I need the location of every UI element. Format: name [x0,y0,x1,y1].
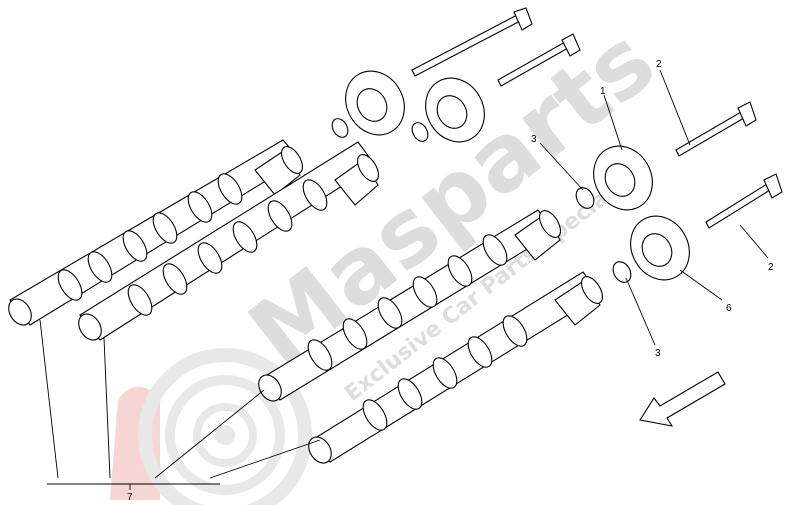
variator-right-1 [593,145,653,211]
camshaft-2 [78,141,380,341]
callout-3-b: 3 [655,348,661,359]
callout-2-a: 2 [656,59,662,70]
callout-3-a: 3 [531,134,537,145]
variator-right-2 [630,215,690,281]
variator-left-1 [345,70,405,136]
callout-labels: 1 2 2 3 3 6 7 [127,59,774,503]
bolt-left-1 [411,7,533,77]
bolt-right-1 [675,101,757,157]
camshaft-3 [258,209,562,402]
camshaft-1 [8,139,304,326]
bolt-right-2 [705,173,783,229]
bolt-left-2 [497,33,581,87]
leader-lines [39,69,769,490]
camshaft-4 [308,271,604,464]
callout-1: 1 [600,86,606,97]
washer-right-1 [575,187,595,209]
callout-2-b: 2 [768,262,774,273]
callout-6: 6 [726,303,732,314]
watermark-logo [110,348,312,505]
washer-left-1 [331,118,349,138]
front-direction-arrow-icon [639,371,726,427]
washer-left-2 [411,122,429,142]
washer-right-2 [612,261,632,283]
callout-7: 7 [127,492,133,503]
variator-left-2 [425,77,485,143]
